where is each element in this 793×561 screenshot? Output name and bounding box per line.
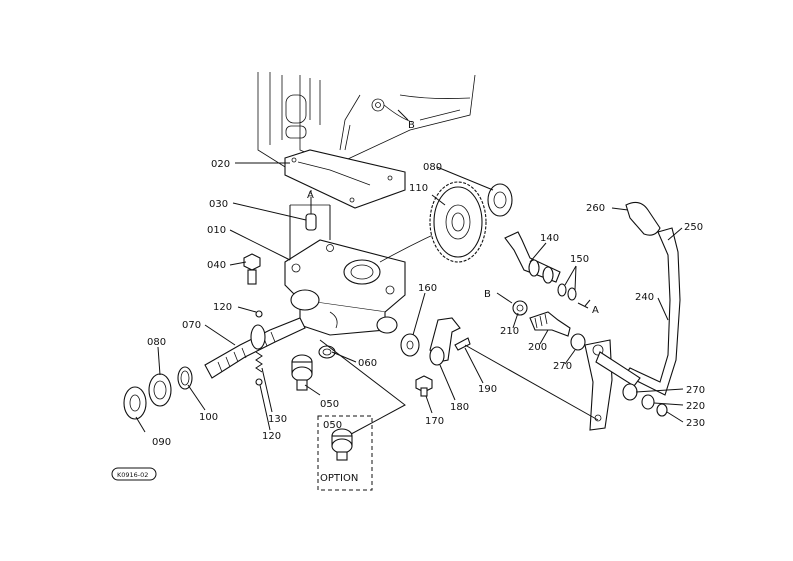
lever-180 (429, 317, 461, 366)
gearbox-housing-010 (284, 224, 456, 336)
callout-210: 210 (500, 326, 519, 337)
lever-rod-240 (624, 227, 681, 396)
leader-lines (135, 162, 684, 441)
washer-230 (656, 403, 668, 417)
callout-060: 060 (358, 358, 377, 369)
washer-160 (400, 333, 420, 357)
option-label: OPTION (320, 473, 358, 484)
callout-080-right: 080 (423, 162, 442, 173)
figure-code: K0916-02 (117, 471, 148, 479)
callout-130: 130 (268, 414, 287, 425)
callout-110: 110 (409, 183, 428, 194)
upper-housing (257, 72, 476, 171)
callout-050: 050 (320, 399, 339, 410)
callout-160: 160 (418, 283, 437, 294)
callout-120-lower: 120 (262, 431, 281, 442)
knob-260 (625, 201, 661, 236)
callout-230: 230 (686, 418, 705, 429)
callout-labels: 020 030 010 040 120 070 080 100 090 130 … (147, 159, 705, 448)
bearing-080-right (487, 183, 513, 217)
plug-050-option (331, 428, 353, 461)
nut-210 (512, 300, 528, 316)
callout-090: 090 (152, 437, 171, 448)
figure-code-badge: K0916-02 (111, 467, 157, 481)
ref-a-right: A (592, 305, 599, 316)
screw-170 (415, 375, 433, 397)
snap-ring-100 (177, 366, 193, 390)
callout-040: 040 (207, 260, 226, 271)
shaft-070 (204, 317, 306, 379)
ref-b-left: B (484, 289, 491, 300)
callout-250: 250 (684, 222, 703, 233)
pin-190 (454, 337, 471, 351)
callout-100: 100 (199, 412, 218, 423)
bearing-090 (123, 386, 147, 420)
gear-110 (429, 181, 487, 263)
callout-020: 020 (211, 159, 230, 170)
callout-270-upper: 270 (553, 361, 572, 372)
callout-030: 030 (209, 199, 228, 210)
ref-a-left: A (307, 190, 314, 201)
shaft-140 (504, 231, 561, 284)
callout-190: 190 (478, 384, 497, 395)
callout-080-left: 080 (147, 337, 166, 348)
washer-220 (641, 394, 655, 410)
reference-guides (289, 109, 409, 260)
reference-letters: B A A B (307, 120, 599, 316)
callout-010: 010 (207, 225, 226, 236)
bolt-040 (243, 253, 261, 285)
callout-120-upper: 120 (213, 302, 232, 313)
bearing-080-left (148, 373, 172, 407)
callout-150: 150 (570, 254, 589, 265)
ref-b-top: B (408, 120, 415, 131)
callout-140: 140 (540, 233, 559, 244)
callout-170: 170 (425, 416, 444, 427)
bushing-270-upper (570, 333, 586, 351)
callout-240: 240 (635, 292, 654, 303)
bushing-270-lower (622, 383, 638, 401)
shaft-200 (529, 311, 571, 337)
option-part-number: 050 (323, 420, 342, 431)
callout-260: 260 (586, 203, 605, 214)
callout-070: 070 (182, 320, 201, 331)
option-box (317, 415, 373, 491)
callout-220: 220 (686, 401, 705, 412)
gasket-020 (284, 149, 406, 209)
lever-plate (584, 339, 641, 431)
plug-050 (291, 354, 313, 391)
callout-270-lower: 270 (686, 385, 705, 396)
rings-150 (557, 283, 577, 301)
pin-030 (305, 200, 317, 231)
callout-200: 200 (528, 342, 547, 353)
callout-180: 180 (450, 402, 469, 413)
balls-and-spring (255, 310, 263, 386)
